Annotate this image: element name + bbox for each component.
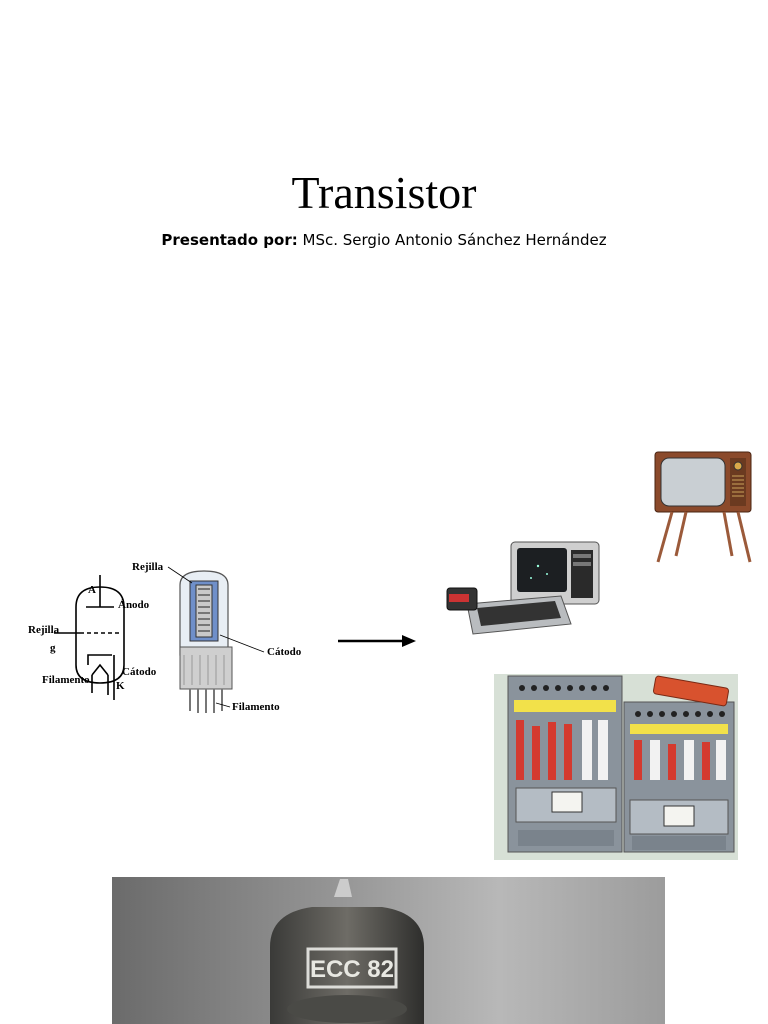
label-cathode-cutaway: Cátodo <box>267 646 302 658</box>
tube-marking: ECC 82 <box>310 956 394 983</box>
vintage-computer-image <box>446 541 600 635</box>
label-anode: Ánodo <box>118 599 150 611</box>
slide-title: Transistor <box>291 167 477 218</box>
presenter-name: MSc. Sergio Antonio Sánchez Hernández <box>297 231 607 249</box>
right-arrow-icon <box>338 635 416 647</box>
label-cathode-symbol: Cátodo <box>122 666 157 678</box>
tube-cutaway <box>179 570 233 713</box>
triode-symbol <box>54 575 125 700</box>
label-grid-symbol: Rejilla <box>28 624 60 636</box>
vintage-tv-image <box>654 451 752 563</box>
cutaway-leader-lines <box>167 566 265 708</box>
label-filament-symbol: Filamento <box>42 674 90 686</box>
vacuum-tube-diagram: A Ánodo Rejilla g Cátodo K Filamento Rej… <box>28 561 302 713</box>
presenter-line: Presentado por: MSc. Sergio Antonio Sánc… <box>0 229 768 251</box>
presenter-label: Presentado por: <box>161 231 298 249</box>
vacuum-tube-photo: ECC 82 <box>112 877 665 1024</box>
label-anode-letter: A <box>88 584 96 596</box>
label-grid-letter: g <box>50 642 56 654</box>
label-grid-cutaway: Rejilla <box>132 561 164 573</box>
label-filament-cutaway: Filamento <box>232 701 280 713</box>
analog-computer-photo <box>494 674 738 860</box>
label-cathode-letter: K <box>116 680 125 692</box>
